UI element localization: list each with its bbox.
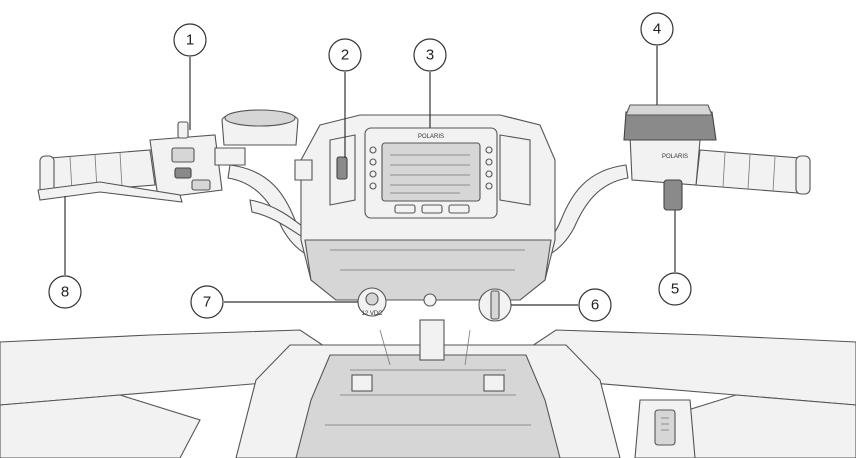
callout-7-label: 7	[203, 294, 211, 311]
callout-8-label: 8	[61, 284, 69, 301]
instrument-display: POLARIS	[364, 127, 498, 219]
front-fender-body	[0, 329, 856, 458]
callout-8: 8	[48, 275, 82, 309]
callout-4-label: 4	[653, 21, 661, 38]
leader-lines	[64, 46, 676, 306]
center-bolt	[423, 293, 437, 307]
callout-5-label: 5	[671, 281, 679, 298]
callout-2-label: 2	[341, 47, 349, 64]
callout-5: 5	[658, 272, 692, 306]
callout-6-label: 6	[591, 297, 599, 314]
callout-1-label: 1	[186, 32, 194, 49]
callout-7: 7	[190, 285, 224, 319]
dc-outlet: 12 VDC	[357, 287, 387, 317]
display-brand-mark: POLARIS	[418, 134, 444, 140]
steering-stem	[379, 319, 471, 366]
callout-2: 2	[328, 38, 362, 72]
right-grip-assembly: POLARIS	[623, 104, 811, 211]
outlet-label: 12 VDC	[361, 311, 383, 317]
callout-3: 3	[413, 38, 447, 72]
pod-switch	[336, 156, 348, 180]
throttle-brand-mark: POLARIS	[662, 154, 688, 160]
pod-knob	[478, 288, 512, 322]
callout-1: 1	[173, 23, 207, 57]
left-grip-assembly	[37, 109, 313, 203]
callout-3-label: 3	[426, 47, 434, 64]
callout-6: 6	[578, 288, 612, 322]
callout-4: 4	[640, 12, 674, 46]
